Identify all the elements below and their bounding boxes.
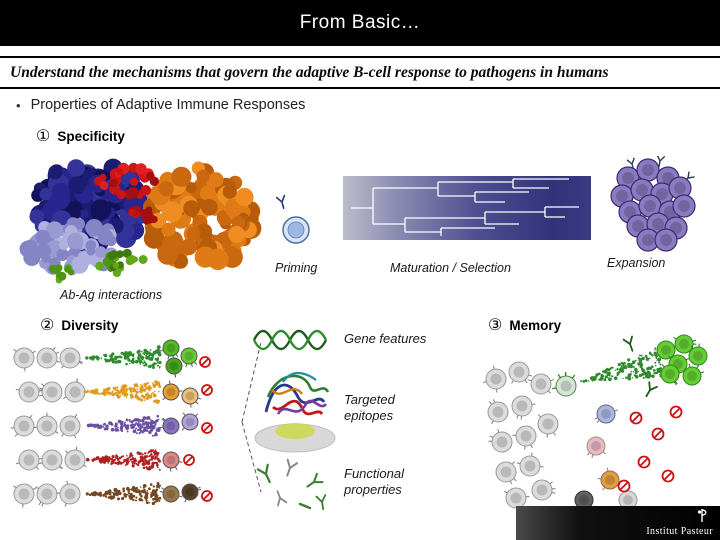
expansion-caption: Expansion (607, 256, 666, 270)
dna-helix-icon (252, 329, 328, 351)
section-memory-header: ③ Memory (488, 315, 561, 335)
section-diversity-label: Diversity (61, 317, 119, 333)
gene-features-label: Gene features (344, 331, 427, 346)
functional-properties-label: Functional properties (344, 466, 404, 498)
circled-one-icon: ① (36, 128, 51, 145)
maturation-caption: Maturation / Selection (390, 261, 511, 275)
ab-ag-structure-illustration (19, 158, 262, 284)
lineage-tree-icon (351, 178, 579, 236)
diversity-repertoire-illustration (10, 339, 213, 508)
bullet-text: Properties of Adaptive Immune Responses (30, 97, 306, 113)
maturation-selection-panel (343, 176, 591, 240)
section-specificity-header: ① Specificity (36, 126, 125, 146)
circled-three-icon: ③ (488, 317, 503, 334)
section-diversity-header: ② Diversity (40, 315, 118, 335)
ab-ag-caption: Ab-Ag interactions (60, 288, 163, 302)
circled-two-icon: ② (40, 317, 55, 334)
institut-pasteur-logo-icon (697, 509, 707, 522)
institut-pasteur-logo: Institut Pasteur (516, 506, 720, 540)
section-memory-label: Memory (509, 317, 562, 333)
targeted-epitopes-illustration (254, 372, 336, 453)
section-specificity-label: Specificity (57, 128, 125, 144)
title-bar: From Basic… (0, 0, 720, 46)
subtitle-text: Understand the mechanisms that govern th… (10, 63, 609, 81)
antibody-fragments-icon (256, 458, 327, 510)
subtitle-box: Understand the mechanisms that govern th… (0, 56, 720, 89)
priming-cell-icon (275, 194, 310, 244)
targeted-epitopes-label: Targeted epitopes (344, 392, 395, 424)
slide-title: From Basic… (299, 12, 421, 33)
bullet-line: • Properties of Adaptive Immune Response… (16, 97, 305, 113)
institut-pasteur-logo-text: Institut Pasteur (646, 526, 713, 537)
bullet-icon: • (16, 97, 21, 113)
memory-cells-illustration (482, 334, 708, 510)
priming-caption: Priming (275, 261, 318, 275)
expansion-cell-cluster-illustration (610, 156, 696, 252)
